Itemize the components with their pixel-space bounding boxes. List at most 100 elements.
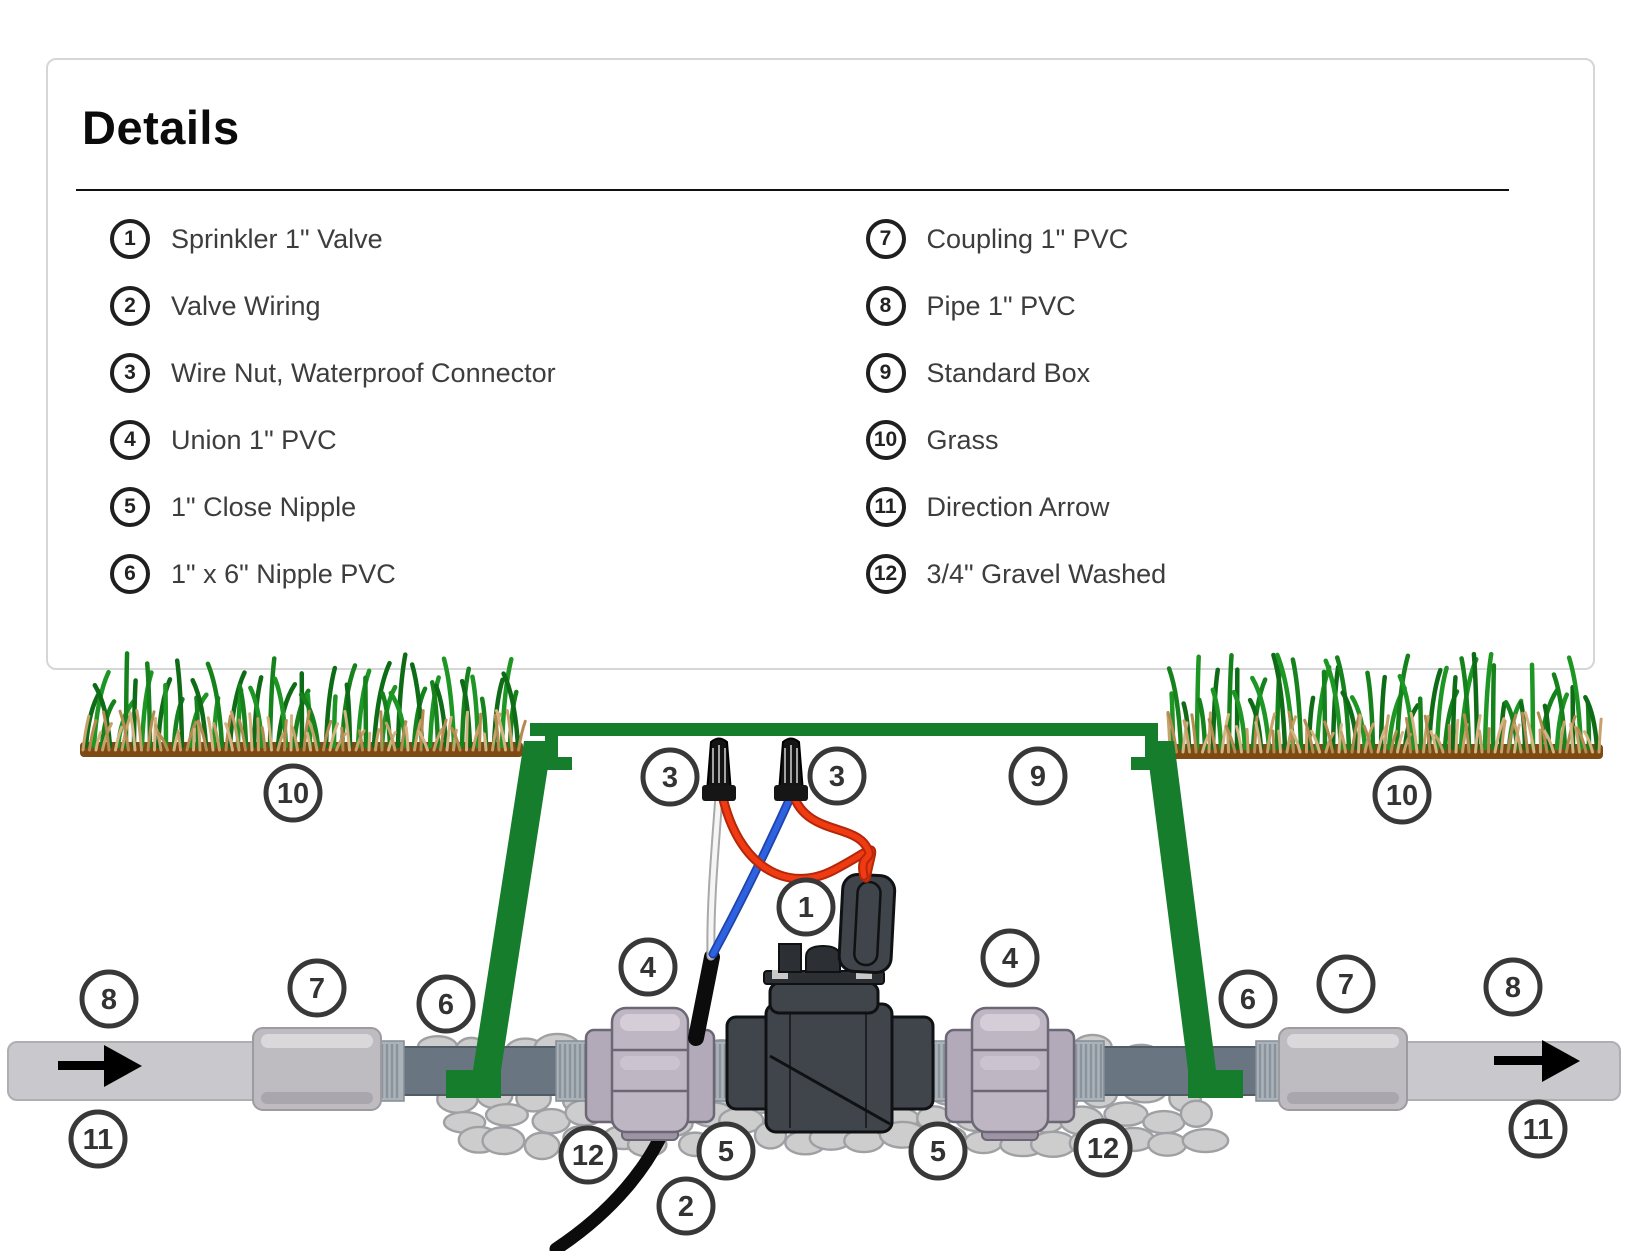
legend-item-label: Sprinkler 1" Valve xyxy=(171,223,383,254)
svg-text:12: 12 xyxy=(1087,1133,1119,1165)
legend-item-number: 1 xyxy=(110,219,150,259)
callout-4: 4 xyxy=(618,937,678,997)
union-left xyxy=(584,1006,716,1141)
valve-box-cross-section xyxy=(446,723,1243,1098)
legend-item: 12 3/4" Gravel Washed xyxy=(865,554,1594,594)
grass-patch-right xyxy=(1166,651,1603,759)
blue-wire xyxy=(710,793,794,957)
legend-item-number: 7 xyxy=(865,219,906,259)
legend-item: 5 1" Close Nipple xyxy=(110,487,838,527)
svg-text:4: 4 xyxy=(1002,943,1018,975)
white-wire xyxy=(708,793,722,959)
grass-patch-left xyxy=(80,651,527,757)
pipe-right xyxy=(1397,1041,1621,1101)
box-lid xyxy=(530,723,1158,736)
svg-text:1: 1 xyxy=(798,892,814,924)
legend-item: 2 Valve Wiring xyxy=(110,286,838,326)
callout-5: 5 xyxy=(696,1121,756,1181)
plumbing-run xyxy=(7,872,1621,1141)
legend-item: 10 Grass xyxy=(865,420,1594,460)
box-lid-hook-left xyxy=(545,735,572,770)
callout-12: 12 xyxy=(558,1125,618,1185)
svg-text:6: 6 xyxy=(438,989,454,1021)
callout-3: 3 xyxy=(640,747,700,807)
legend-item-label: Standard Box xyxy=(926,357,1091,388)
svg-text:11: 11 xyxy=(1523,1114,1554,1146)
legend-item-number: 5 xyxy=(110,487,150,527)
legend-item-number: 3 xyxy=(110,353,150,393)
callout-10: 10 xyxy=(263,763,323,823)
flow-arrow-right xyxy=(1494,1040,1580,1082)
svg-text:7: 7 xyxy=(1338,969,1354,1001)
legend-item-label: Union 1" PVC xyxy=(171,424,337,455)
legend-item: 3 Wire Nut, Waterproof Connector xyxy=(110,353,838,393)
legend-item: 8 Pipe 1" PVC xyxy=(865,286,1594,326)
svg-text:2: 2 xyxy=(678,1191,694,1223)
legend-item-label: Valve Wiring xyxy=(171,290,321,321)
valve-wires xyxy=(688,737,877,1046)
callout-11: 11 xyxy=(1508,1099,1568,1159)
legend-item: 6 1" x 6" Nipple PVC xyxy=(110,554,838,594)
card-title: Details xyxy=(82,101,240,154)
diagram-callouts: 10 3 3 9 10 1 4 4 7 8 6 6 7 8 11 11 12 5 5 12 2 xyxy=(68,746,1568,1236)
union-right xyxy=(944,1006,1076,1141)
valve-solenoid xyxy=(837,872,897,975)
svg-text:9: 9 xyxy=(1030,761,1046,793)
legend-item-label: Direction Arrow xyxy=(926,491,1110,522)
callout-8: 8 xyxy=(1483,957,1543,1017)
red-wires xyxy=(717,789,877,884)
pipe-left xyxy=(7,1041,267,1101)
valve-bleed-screw xyxy=(778,943,802,973)
callout-7: 7 xyxy=(287,958,347,1018)
svg-text:5: 5 xyxy=(930,1136,946,1168)
svg-text:6: 6 xyxy=(1240,984,1256,1016)
legend-item-label: 3/4" Gravel Washed xyxy=(926,558,1167,589)
legend-item-number: 6 xyxy=(110,554,150,594)
legend-item: 11 Direction Arrow xyxy=(865,487,1594,527)
legend-item-label: Coupling 1" PVC xyxy=(926,223,1129,254)
callout-11: 11 xyxy=(68,1109,128,1169)
legend-item-label: 1" Close Nipple xyxy=(171,491,357,522)
legend-item-number: 12 xyxy=(865,554,906,594)
legend-item-number: 11 xyxy=(865,487,906,527)
flow-arrow-left xyxy=(58,1045,142,1087)
legend-item-number: 8 xyxy=(865,286,906,326)
coupling-right xyxy=(1278,1027,1408,1111)
svg-text:11: 11 xyxy=(83,1124,114,1156)
callout-4: 4 xyxy=(980,928,1040,988)
valve-bonnet xyxy=(768,981,880,1015)
callout-1: 1 xyxy=(776,877,836,937)
svg-text:8: 8 xyxy=(101,984,117,1016)
svg-text:7: 7 xyxy=(309,973,325,1005)
legend: 1 Sprinkler 1" Valve 2 Valve Wiring 3 Wi… xyxy=(48,219,1593,621)
callout-10: 10 xyxy=(1372,765,1432,825)
legend-item-label: Grass xyxy=(926,424,999,455)
valve-knob xyxy=(805,944,841,973)
coupling-left xyxy=(252,1027,382,1111)
svg-text:3: 3 xyxy=(829,761,845,793)
callout-5: 5 xyxy=(908,1121,968,1181)
callout-12: 12 xyxy=(1073,1118,1133,1178)
callout-7: 7 xyxy=(1316,954,1376,1014)
callout-8: 8 xyxy=(79,969,139,1029)
legend-item-number: 4 xyxy=(110,420,150,460)
wire-nut-right xyxy=(774,737,808,801)
callout-6: 6 xyxy=(416,974,476,1034)
legend-item-number: 9 xyxy=(865,353,906,393)
svg-text:3: 3 xyxy=(662,762,678,794)
callout-3: 3 xyxy=(807,746,867,806)
legend-column-right: 7 Coupling 1" PVC 8 Pipe 1" PVC 9 Standa… xyxy=(838,219,1594,621)
legend-item: 4 Union 1" PVC xyxy=(110,420,838,460)
cable-sheath xyxy=(688,949,720,1046)
title-rule xyxy=(76,189,1509,191)
legend-item-label: Pipe 1" PVC xyxy=(926,290,1076,321)
svg-text:12: 12 xyxy=(572,1140,604,1172)
legend-item: 7 Coupling 1" PVC xyxy=(865,219,1594,259)
wire-nut-left xyxy=(702,737,736,801)
box-wall-right xyxy=(1146,741,1243,1098)
legend-item-label: Wire Nut, Waterproof Connector xyxy=(171,357,556,388)
legend-item-label: 1" x 6" Nipple PVC xyxy=(171,558,396,589)
details-card: Details 1 Sprinkler 1" Valve 2 Valve Wir… xyxy=(46,58,1595,670)
